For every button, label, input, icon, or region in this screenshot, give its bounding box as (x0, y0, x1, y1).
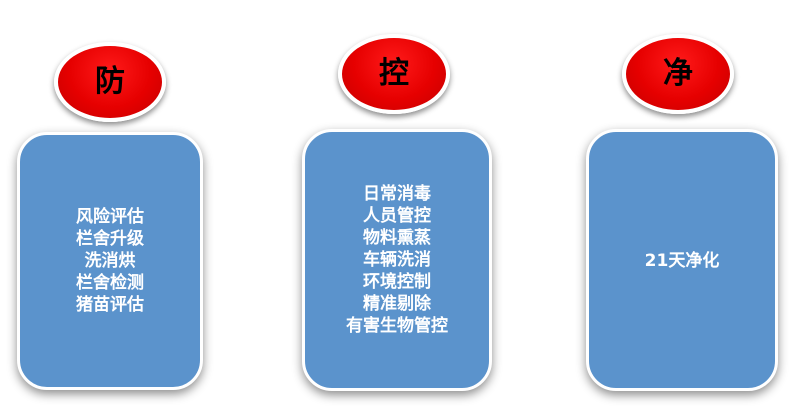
list-item: 车辆洗消 (363, 250, 431, 270)
list-item: 猪苗评估 (76, 295, 144, 315)
list-item: 有害生物管控 (346, 316, 448, 336)
list-item: 物料熏蒸 (363, 228, 431, 248)
badge-label: 控 (379, 56, 409, 91)
badge-clean: 净 (622, 34, 734, 114)
card-items-list: 日常消毒 人员管控 物料熏蒸 车辆洗消 环境控制 精准剔除 有害生物管控 (346, 183, 448, 337)
list-item: 栏舍升级 (76, 229, 144, 249)
list-item: 精准剔除 (363, 294, 431, 314)
card-prevent: 风险评估 栏舍升级 洗消烘 栏舍检测 猪苗评估 (17, 132, 203, 390)
list-item: 栏舍检测 (76, 273, 144, 293)
list-item: 人员管控 (363, 206, 431, 226)
card-items-list: 21天净化 (645, 250, 720, 272)
badge-label: 净 (663, 56, 693, 91)
card-items-list: 风险评估 栏舍升级 洗消烘 栏舍检测 猪苗评估 (76, 206, 144, 316)
list-item: 环境控制 (363, 272, 431, 292)
badge-label: 防 (95, 64, 125, 99)
card-clean: 21天净化 (586, 129, 778, 391)
list-item: 21天净化 (644, 251, 720, 271)
badge-prevent: 防 (54, 42, 166, 122)
list-item: 日常消毒 (363, 184, 431, 204)
list-item: 风险评估 (76, 207, 144, 227)
list-item: 洗消烘 (84, 251, 136, 271)
badge-control: 控 (338, 34, 450, 114)
card-control: 日常消毒 人员管控 物料熏蒸 车辆洗消 环境控制 精准剔除 有害生物管控 (302, 129, 492, 391)
